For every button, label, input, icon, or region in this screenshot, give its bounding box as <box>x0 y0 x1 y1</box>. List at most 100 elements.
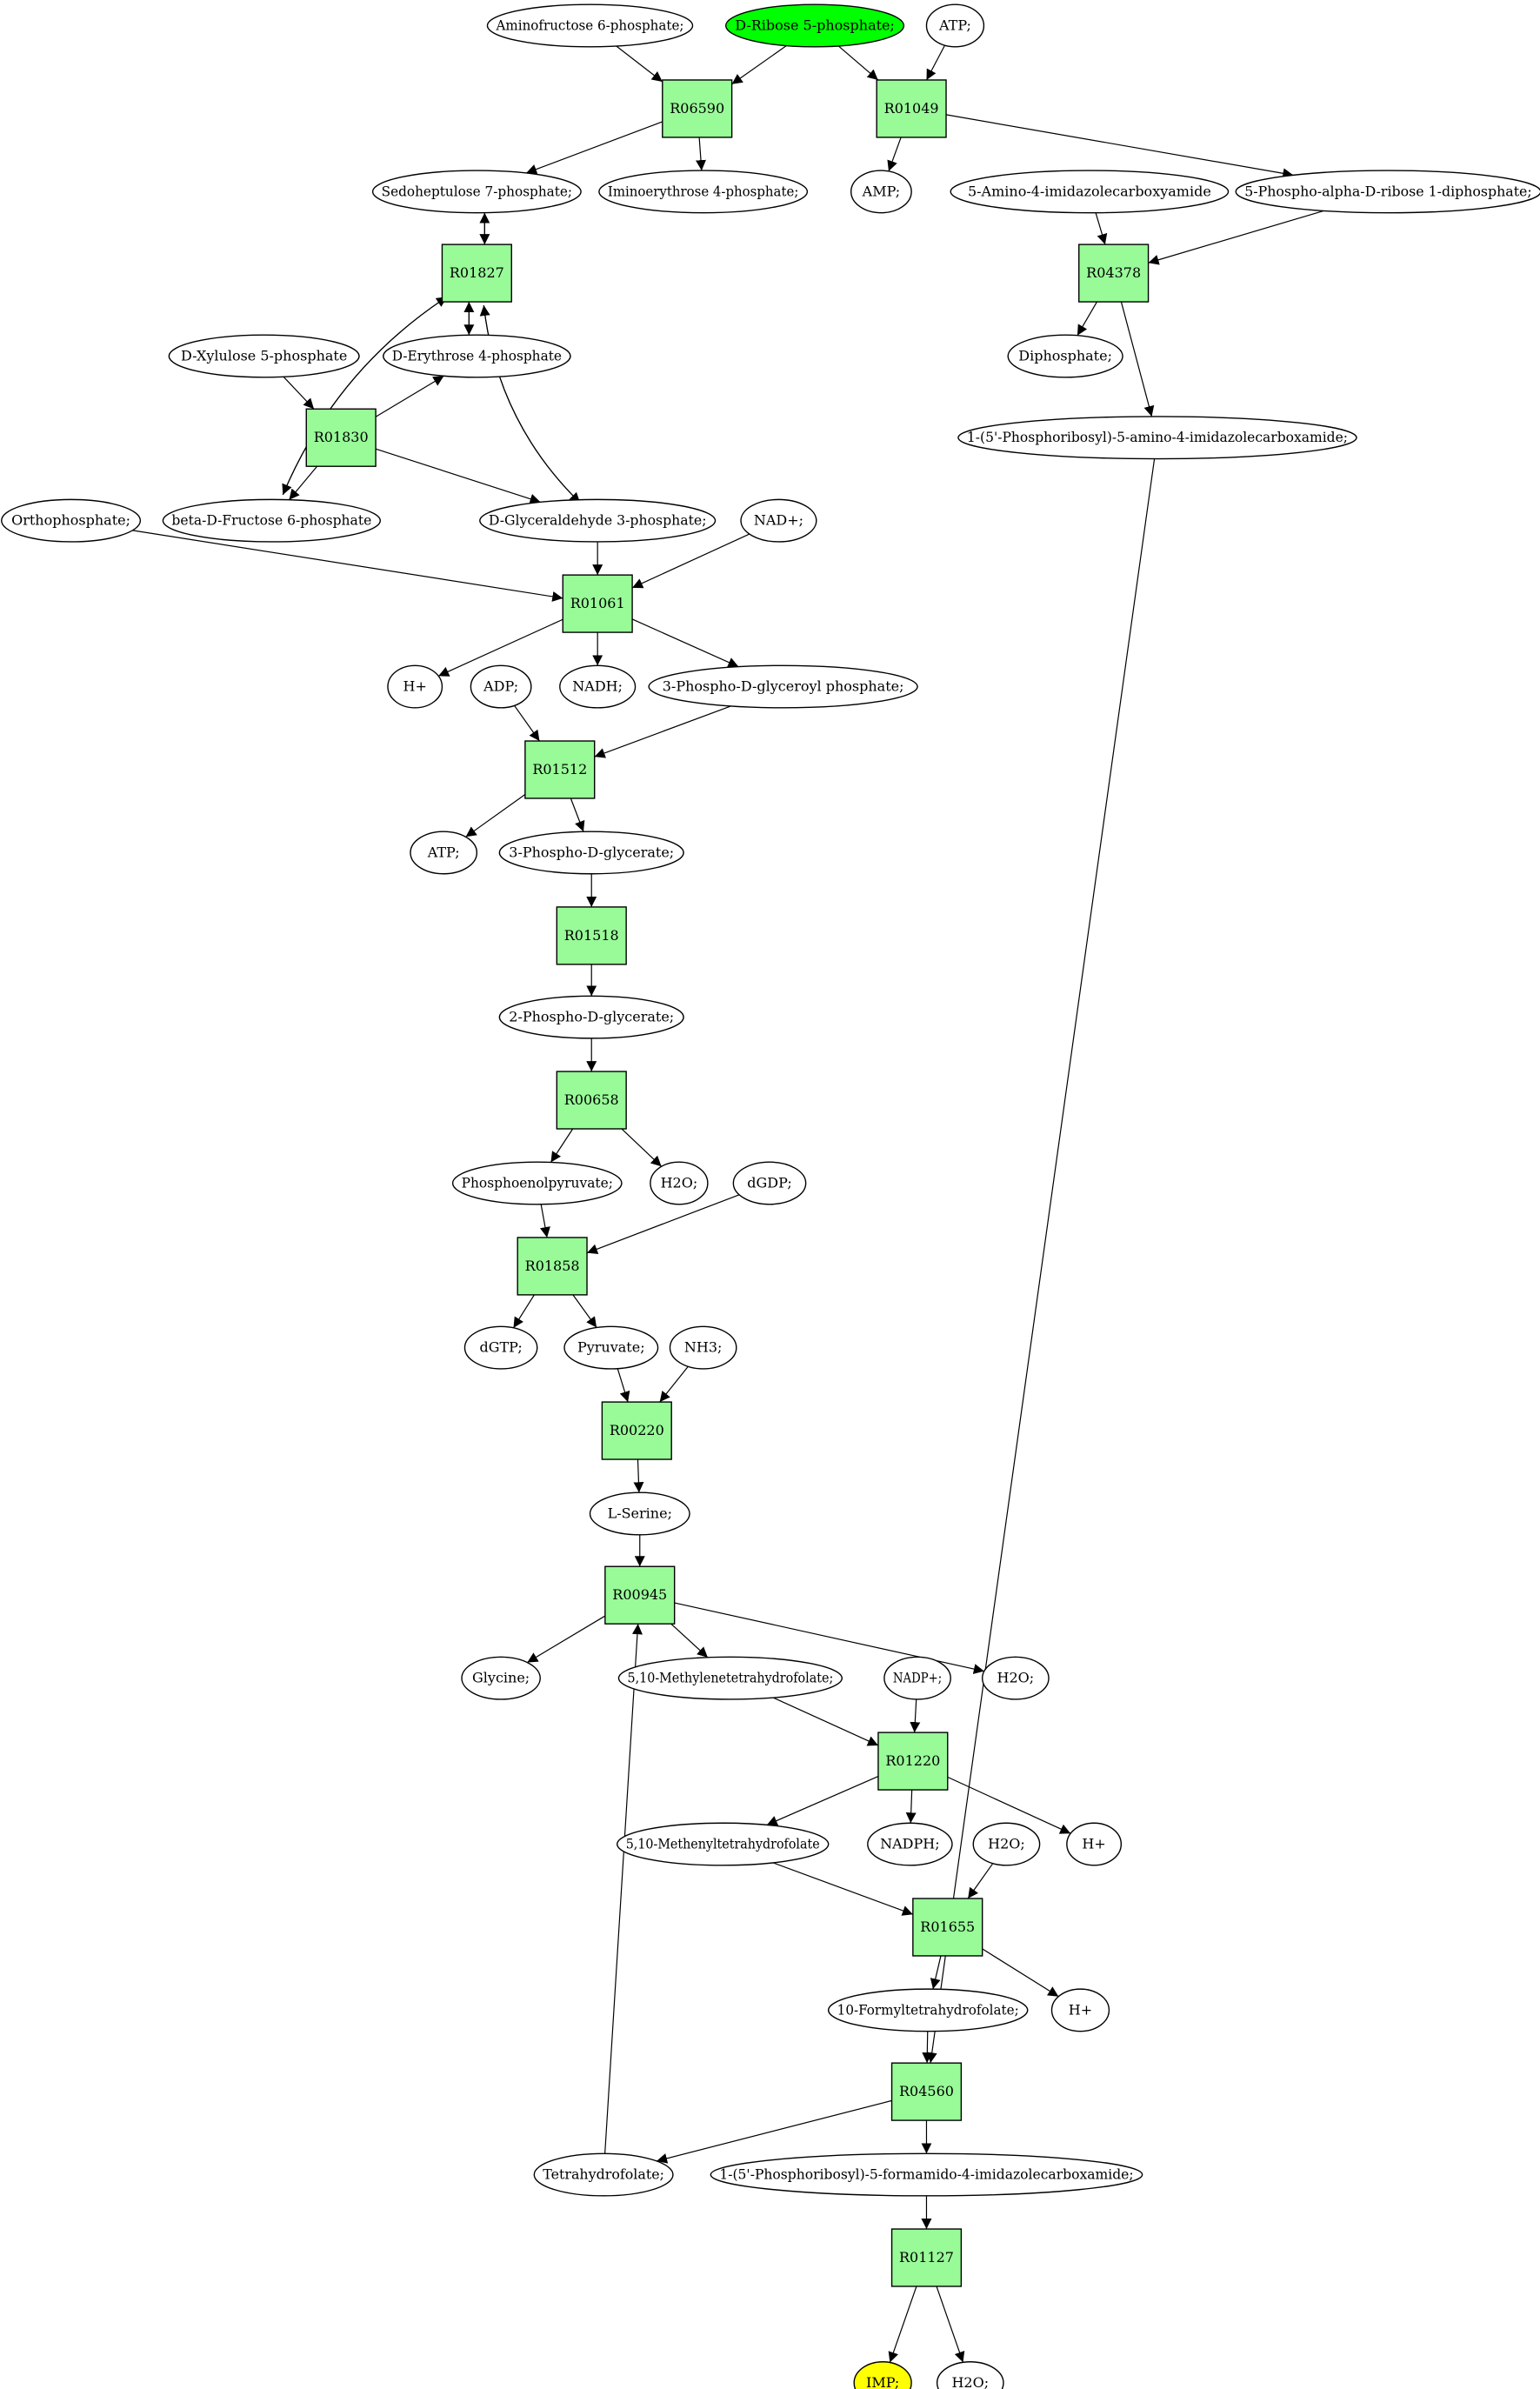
compound-node-methenylthf: 5,10-Methenyltetrahydrofolate <box>617 1822 830 1866</box>
compound-ellipse <box>972 1822 1041 1866</box>
reaction-box <box>890 2228 963 2287</box>
edge-R01858-to-pyruvate <box>572 1294 597 1328</box>
compound-node-nh3: NH3; <box>669 1325 737 1370</box>
edge-formylthf-to-R04560 <box>922 2031 933 2064</box>
compound-label: H+ <box>403 678 427 695</box>
reaction-box <box>877 1732 949 1791</box>
compound-label: IMP; <box>866 2374 899 2389</box>
compound-label: beta-D-Fructose 6-phosphate <box>171 512 371 529</box>
edge-R01827-to-g3p <box>483 304 581 504</box>
edge-pep-to-R01858 <box>540 1204 550 1238</box>
compound-node-hplus2: H+ <box>1066 1822 1123 1866</box>
compound-ellipse <box>925 3 985 48</box>
compound-label: H2O; <box>988 1836 1025 1852</box>
compound-label: NADPH; <box>880 1836 940 1852</box>
compound-label: D-Ribose 5-phosphate; <box>735 17 895 34</box>
edge-R01858-to-dgtp <box>512 1294 535 1329</box>
reaction-label: R01512 <box>532 761 587 777</box>
compound-ellipse <box>883 1656 951 1700</box>
edge-R01827-to-fructose6p <box>282 296 448 496</box>
reaction-label: R01827 <box>450 264 504 281</box>
compound-label: H+ <box>1069 2001 1092 2018</box>
compound-node-dgdp: dGDP; <box>732 1161 807 1205</box>
edge-nadpplus-to-R01220 <box>910 1698 921 1733</box>
edge-R01830-to-derythrose4p <box>375 375 444 417</box>
edge-nh3-to-R00220 <box>659 1365 689 1403</box>
reaction-node-R01049: R01049 <box>876 79 947 138</box>
reaction-box <box>517 1237 588 1296</box>
reaction-label: R01220 <box>885 1752 940 1769</box>
compound-label: 1-(5'-Phosphoribosyl)-5-formamido-4-imid… <box>719 2166 1133 2183</box>
compound-ellipse <box>461 1656 541 1700</box>
compound-label: H2O; <box>997 1670 1035 1686</box>
reaction-node-R04560: R04560 <box>890 2062 963 2121</box>
compound-node-bpg: 3-Phospho-D-glyceroyl phosphate; <box>648 664 918 709</box>
reaction-label: R01655 <box>920 1919 975 1935</box>
reaction-node-R00220: R00220 <box>601 1401 672 1460</box>
compound-label: AMP; <box>862 183 901 199</box>
compound-label: H+ <box>1082 1836 1105 1852</box>
node-layer: Aminofructose 6-phosphate; D-Ribose 5-pho… <box>1 3 1540 2389</box>
reaction-node-R01518: R01518 <box>556 906 627 965</box>
compound-ellipse <box>387 664 443 709</box>
edge-atp1-to-R01049 <box>925 44 946 81</box>
compound-ellipse <box>648 664 918 709</box>
reaction-label: R00658 <box>564 1091 619 1108</box>
reaction-label: R04560 <box>899 2083 954 2099</box>
compound-node-dxylulose5p: D-Xylulose 5-phosphate <box>168 334 360 378</box>
compound-label: Diphosphate; <box>1018 348 1112 364</box>
edge-pyruvate-to-R00220 <box>617 1368 630 1403</box>
edge-h2o3-to-R01655 <box>967 1863 994 1899</box>
compound-node-lserine: L-Serine; <box>589 1491 690 1536</box>
compound-ellipse <box>1050 1988 1110 2032</box>
reaction-label: R01830 <box>314 429 369 445</box>
reaction-label: R01061 <box>570 595 625 611</box>
reaction-node-R01127: R01127 <box>890 2228 963 2287</box>
compound-label: D-Glyceraldehyde 3-phosphate; <box>489 512 707 529</box>
compound-node-aminofructose6p: Aminofructose 6-phosphate; <box>486 3 694 48</box>
reaction-label: R06590 <box>670 100 724 117</box>
compound-ellipse <box>383 334 571 378</box>
edge-R01049-to-prpp <box>945 114 1294 179</box>
compound-ellipse <box>650 1161 709 1205</box>
compound-ellipse <box>559 664 637 709</box>
reaction-box <box>562 574 633 633</box>
reaction-node-R00945: R00945 <box>604 1565 676 1625</box>
compound-label: D-Xylulose 5-phosphate <box>181 348 347 364</box>
compound-node-dribose5p: D-Ribose 5-phosphate; <box>724 3 905 48</box>
reaction-box <box>556 906 627 965</box>
compound-ellipse <box>463 1325 538 1370</box>
compound-label: Aminofructose 6-phosphate; <box>496 17 684 34</box>
reaction-label: R00945 <box>612 1586 667 1603</box>
compound-label: 5-Amino-4-imidazolecarboxyamide <box>968 183 1211 199</box>
compound-ellipse <box>724 3 905 48</box>
compound-ellipse <box>1235 170 1540 214</box>
edge-R06590-to-sedoheptulose7p <box>525 121 663 175</box>
compound-ellipse <box>710 2152 1143 2197</box>
compound-label: 5,10-Methylenetetrahydrofolate; <box>627 1670 833 1686</box>
compound-ellipse <box>936 2361 1004 2389</box>
edge-paicar-to-R04560 <box>926 458 1156 2064</box>
compound-node-nadpplus: NADP+; <box>883 1656 951 1700</box>
compound-label: Iminoerythrose 4-phosphate; <box>608 183 798 199</box>
compound-ellipse <box>732 1161 807 1205</box>
compound-node-g3p: D-Glyceraldehyde 3-phosphate; <box>479 498 717 543</box>
compound-label: dGTP; <box>479 1339 522 1356</box>
edge-R00945-to-glycine <box>527 1615 606 1664</box>
edge-R01220-to-hplus2 <box>947 1776 1071 1834</box>
compound-ellipse <box>563 1325 659 1370</box>
compound-node-nadh: NADH; <box>559 664 637 709</box>
compound-label: 5,10-Methenyltetrahydrofolate <box>626 1836 820 1852</box>
compound-label: D-Erythrose 4-phosphate <box>392 348 562 364</box>
compound-node-faicar: 1-(5'-Phosphoribosyl)-5-formamido-4-imid… <box>710 2152 1143 2197</box>
compound-label: Glycine; <box>472 1670 530 1686</box>
compound-node-orthophosphate: Orthophosphate; <box>1 498 142 543</box>
compound-node-amp: AMP; <box>850 170 912 214</box>
compound-ellipse <box>1 498 142 543</box>
compound-ellipse <box>853 2361 912 2389</box>
compound-node-h2o4: H2O; <box>936 2361 1004 2389</box>
reaction-node-R01858: R01858 <box>517 1237 588 1296</box>
edge-R00220-to-lserine <box>633 1459 644 1493</box>
compound-node-h2o1: H2O; <box>650 1161 709 1205</box>
reaction-box <box>601 1401 672 1460</box>
